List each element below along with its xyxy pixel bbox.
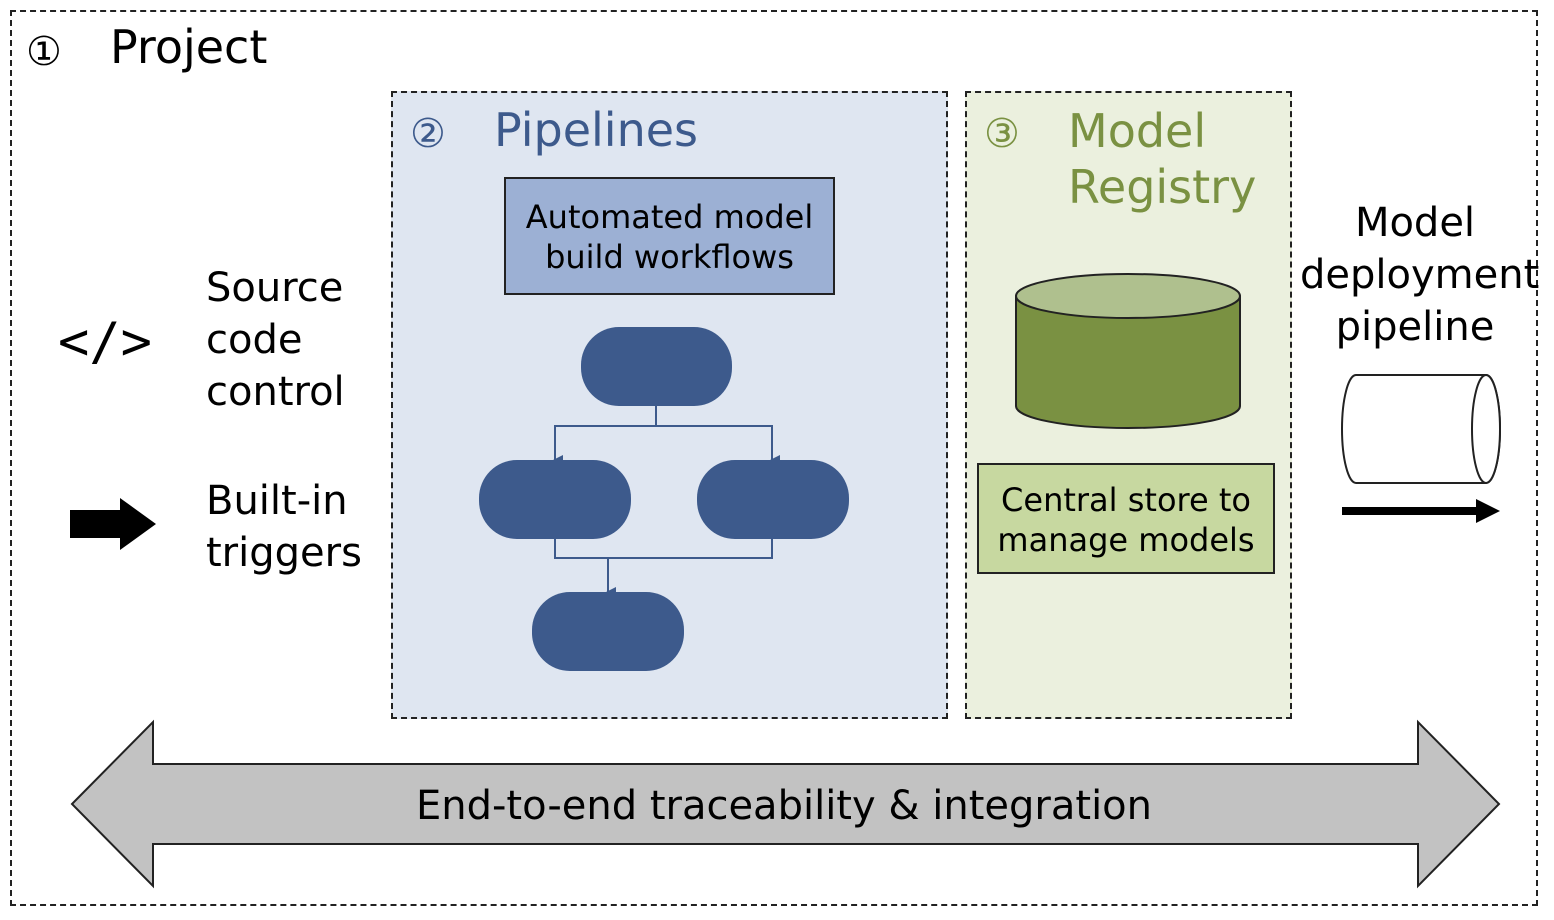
central-store-line-2: manage models [997, 521, 1255, 559]
deployment-label-line-3: pipeline [1335, 304, 1495, 350]
connector-top-right [656, 425, 780, 465]
registry-title-line-2: Registry [1068, 160, 1257, 214]
source-label-line-3: control [206, 369, 345, 415]
automated-build-box: Automated model build workflows [504, 177, 835, 295]
project-title: Project [110, 20, 268, 74]
connector-merge [554, 539, 773, 559]
automated-build-line-2: build workflows [545, 238, 794, 276]
source-label-line-1: Source [206, 265, 344, 311]
deployment-label-line-1: Model [1354, 200, 1476, 246]
deployment-pipe-icon [1341, 374, 1501, 523]
central-store-line-1: Central store to [1001, 481, 1251, 519]
traceability-label: End-to-end traceability & integration [415, 783, 1153, 829]
pipelines-number: ② [410, 111, 446, 157]
triggers-label-line-2: triggers [206, 530, 362, 576]
traceability-double-arrow [70, 719, 1501, 889]
workflow-node-bottom [532, 592, 684, 671]
source-code-control-label: Source code control [206, 262, 345, 418]
workflow-node-left [479, 460, 631, 539]
automated-build-line-1: Automated model [525, 198, 814, 236]
code-icon: </> [58, 312, 152, 372]
registry-title: Model Registry [1068, 103, 1256, 215]
project-frame [10, 10, 1538, 906]
central-store-box: Central store to manage models [977, 463, 1275, 574]
connector-top-left [553, 406, 657, 465]
database-icon [1015, 273, 1241, 429]
registry-number: ③ [984, 111, 1020, 157]
deployment-label-line-2: deployment [1300, 252, 1540, 298]
registry-title-line-1: Model [1068, 104, 1207, 158]
workflow-node-top [581, 327, 732, 406]
triggers-label-line-1: Built-in [206, 478, 348, 524]
trigger-arrow-icon [70, 498, 156, 550]
source-label-line-2: code [206, 317, 303, 363]
project-number: ① [26, 29, 62, 75]
workflow-node-right [697, 460, 849, 539]
built-in-triggers-label: Built-in triggers [206, 475, 362, 579]
workflow-diagram [479, 327, 849, 671]
pipelines-title: Pipelines [494, 103, 698, 157]
model-deployment-pipeline-label: Model deployment pipeline [1300, 197, 1540, 353]
